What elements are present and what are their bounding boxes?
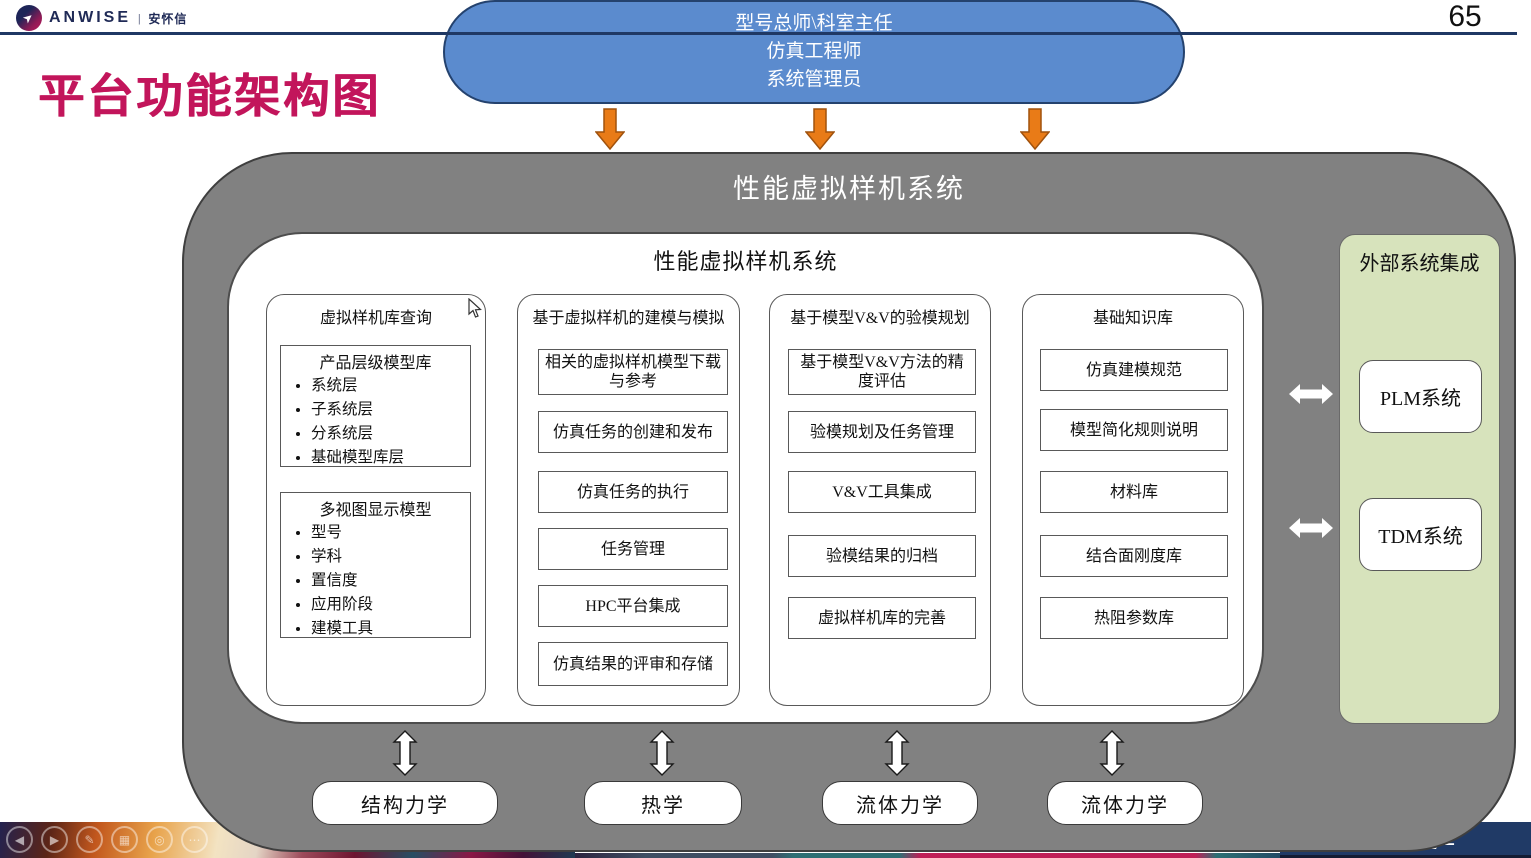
function-box: 验模规划及任务管理 — [788, 411, 976, 453]
roles-ellipse: 型号总师\科室主任 仿真工程师 系统管理员 — [443, 0, 1185, 104]
function-box: 相关的虚拟样机模型下载与参考 — [538, 349, 728, 395]
inner-system-container: 性能虚拟样机系统 虚拟样机库查询 产品层级模型库 系统层 子系统层 分系统层 基… — [227, 232, 1264, 724]
brand-name-cn: 安怀信 — [148, 11, 188, 26]
function-box: 仿真任务的创建和发布 — [538, 411, 728, 453]
function-box: V&V工具集成 — [788, 471, 976, 513]
discipline-pill: 热学 — [584, 781, 742, 825]
function-box: HPC平台集成 — [538, 585, 728, 627]
column-title: 基于模型V&V的验模规划 — [790, 310, 970, 327]
bullet-item: 学科 — [311, 545, 470, 569]
role-line: 仿真工程师 — [766, 41, 862, 62]
brand-logo: ➤ ANWISE | 安怀信 — [16, 5, 187, 31]
double-arrow-horizontal-icon — [1289, 518, 1333, 538]
column-card-vv-planning: 基于模型V&V的验模规划 基于模型V&V方法的精度评估 验模规划及任务管理 V&… — [769, 294, 991, 706]
role-line: 型号总师\科室主任 — [735, 13, 893, 34]
mouse-cursor-icon — [468, 298, 482, 318]
double-arrow-vertical-icon — [884, 730, 910, 776]
group-product-model-library: 产品层级模型库 系统层 子系统层 分系统层 基础模型库层 — [280, 345, 471, 467]
function-box: 任务管理 — [538, 528, 728, 570]
function-box: 基于模型V&V方法的精度评估 — [788, 349, 976, 395]
down-arrow-icon — [595, 108, 625, 150]
down-arrow-icon — [1020, 108, 1050, 150]
function-box: 材料库 — [1040, 471, 1228, 513]
column-title: 基础知识库 — [1092, 310, 1173, 327]
function-box: 模型简化规则说明 — [1040, 409, 1228, 451]
grid-view-icon[interactable]: ▦ — [111, 826, 138, 853]
discipline-pill: 结构力学 — [312, 781, 498, 825]
function-box: 验模结果的归档 — [788, 535, 976, 577]
function-box: 热阻参数库 — [1040, 597, 1228, 639]
tdm-system-box: TDM系统 — [1359, 498, 1482, 571]
next-icon[interactable]: ▶ — [41, 826, 68, 853]
double-arrow-vertical-icon — [1099, 730, 1125, 776]
previous-icon[interactable]: ◀ — [6, 826, 33, 853]
performance-system-container: 性能虚拟样机系统 性能虚拟样机系统 虚拟样机库查询 产品层级模型库 系统层 子系… — [182, 152, 1516, 852]
column-card-knowledge-base: 基础知识库 仿真建模规范 模型简化规则说明 材料库 结合面刚度库 热阻参数库 — [1022, 294, 1244, 706]
function-box: 虚拟样机库的完善 — [788, 597, 976, 639]
brand-logo-icon: ➤ — [16, 5, 42, 31]
external-systems-panel: 外部系统集成 PLM系统 TDM系统 — [1339, 234, 1500, 724]
brand-name: ANWISE — [49, 9, 131, 26]
double-arrow-horizontal-icon — [1289, 384, 1333, 404]
column-title: 基于虚拟样机的建模与模拟 — [532, 310, 725, 327]
player-controls: ◀ ▶ ✎ ▦ ◎ ⋯ — [6, 826, 208, 853]
plm-system-box: PLM系统 — [1359, 360, 1482, 433]
inner-system-title: 性能虚拟样机系统 — [653, 249, 838, 274]
double-arrow-vertical-icon — [649, 730, 675, 776]
function-box: 结合面刚度库 — [1040, 535, 1228, 577]
outer-system-title: 性能虚拟样机系统 — [733, 174, 965, 204]
bullet-item: 子系统层 — [311, 398, 470, 422]
bullet-item: 型号 — [311, 521, 470, 545]
footer-color-line — [575, 853, 1280, 858]
external-systems-title: 外部系统集成 — [1359, 253, 1480, 275]
group-bullet-list: 系统层 子系统层 分系统层 基础模型库层 — [281, 374, 470, 470]
column-card-modeling-simulation: 基于虚拟样机的建模与模拟 相关的虚拟样机模型下载与参考 仿真任务的创建和发布 仿… — [517, 294, 740, 706]
zoom-icon[interactable]: ◎ — [146, 826, 173, 853]
column-card-library-query: 虚拟样机库查询 产品层级模型库 系统层 子系统层 分系统层 基础模型库层 多视图… — [266, 294, 486, 706]
role-line: 系统管理员 — [766, 69, 862, 90]
double-arrow-vertical-icon — [392, 730, 418, 776]
function-box: 仿真建模规范 — [1040, 349, 1228, 391]
brand-separator: | — [138, 10, 141, 25]
group-title: 产品层级模型库 — [319, 355, 432, 372]
bullet-item: 分系统层 — [311, 422, 470, 446]
header-rule — [0, 32, 1517, 35]
bullet-item: 系统层 — [311, 374, 470, 398]
bullet-item: 应用阶段 — [311, 593, 470, 617]
bullet-item: 基础模型库层 — [311, 446, 470, 470]
discipline-pill: 流体力学 — [822, 781, 978, 825]
column-title: 虚拟样机库查询 — [319, 310, 432, 327]
more-options-icon[interactable]: ⋯ — [181, 826, 208, 853]
annotate-icon[interactable]: ✎ — [76, 826, 103, 853]
function-box: 仿真任务的执行 — [538, 471, 728, 513]
bullet-item: 建模工具 — [311, 617, 470, 641]
bullet-item: 置信度 — [311, 569, 470, 593]
group-title: 多视图显示模型 — [319, 502, 432, 519]
group-multiview-model: 多视图显示模型 型号 学科 置信度 应用阶段 建模工具 — [280, 492, 471, 638]
function-box: 仿真结果的评审和存储 — [538, 642, 728, 686]
down-arrow-icon — [805, 108, 835, 150]
page-number: 65 — [1448, 0, 1482, 33]
discipline-pill: 流体力学 — [1047, 781, 1203, 825]
slide-title: 平台功能架构图 — [38, 70, 381, 122]
group-bullet-list: 型号 学科 置信度 应用阶段 建模工具 — [281, 521, 470, 641]
